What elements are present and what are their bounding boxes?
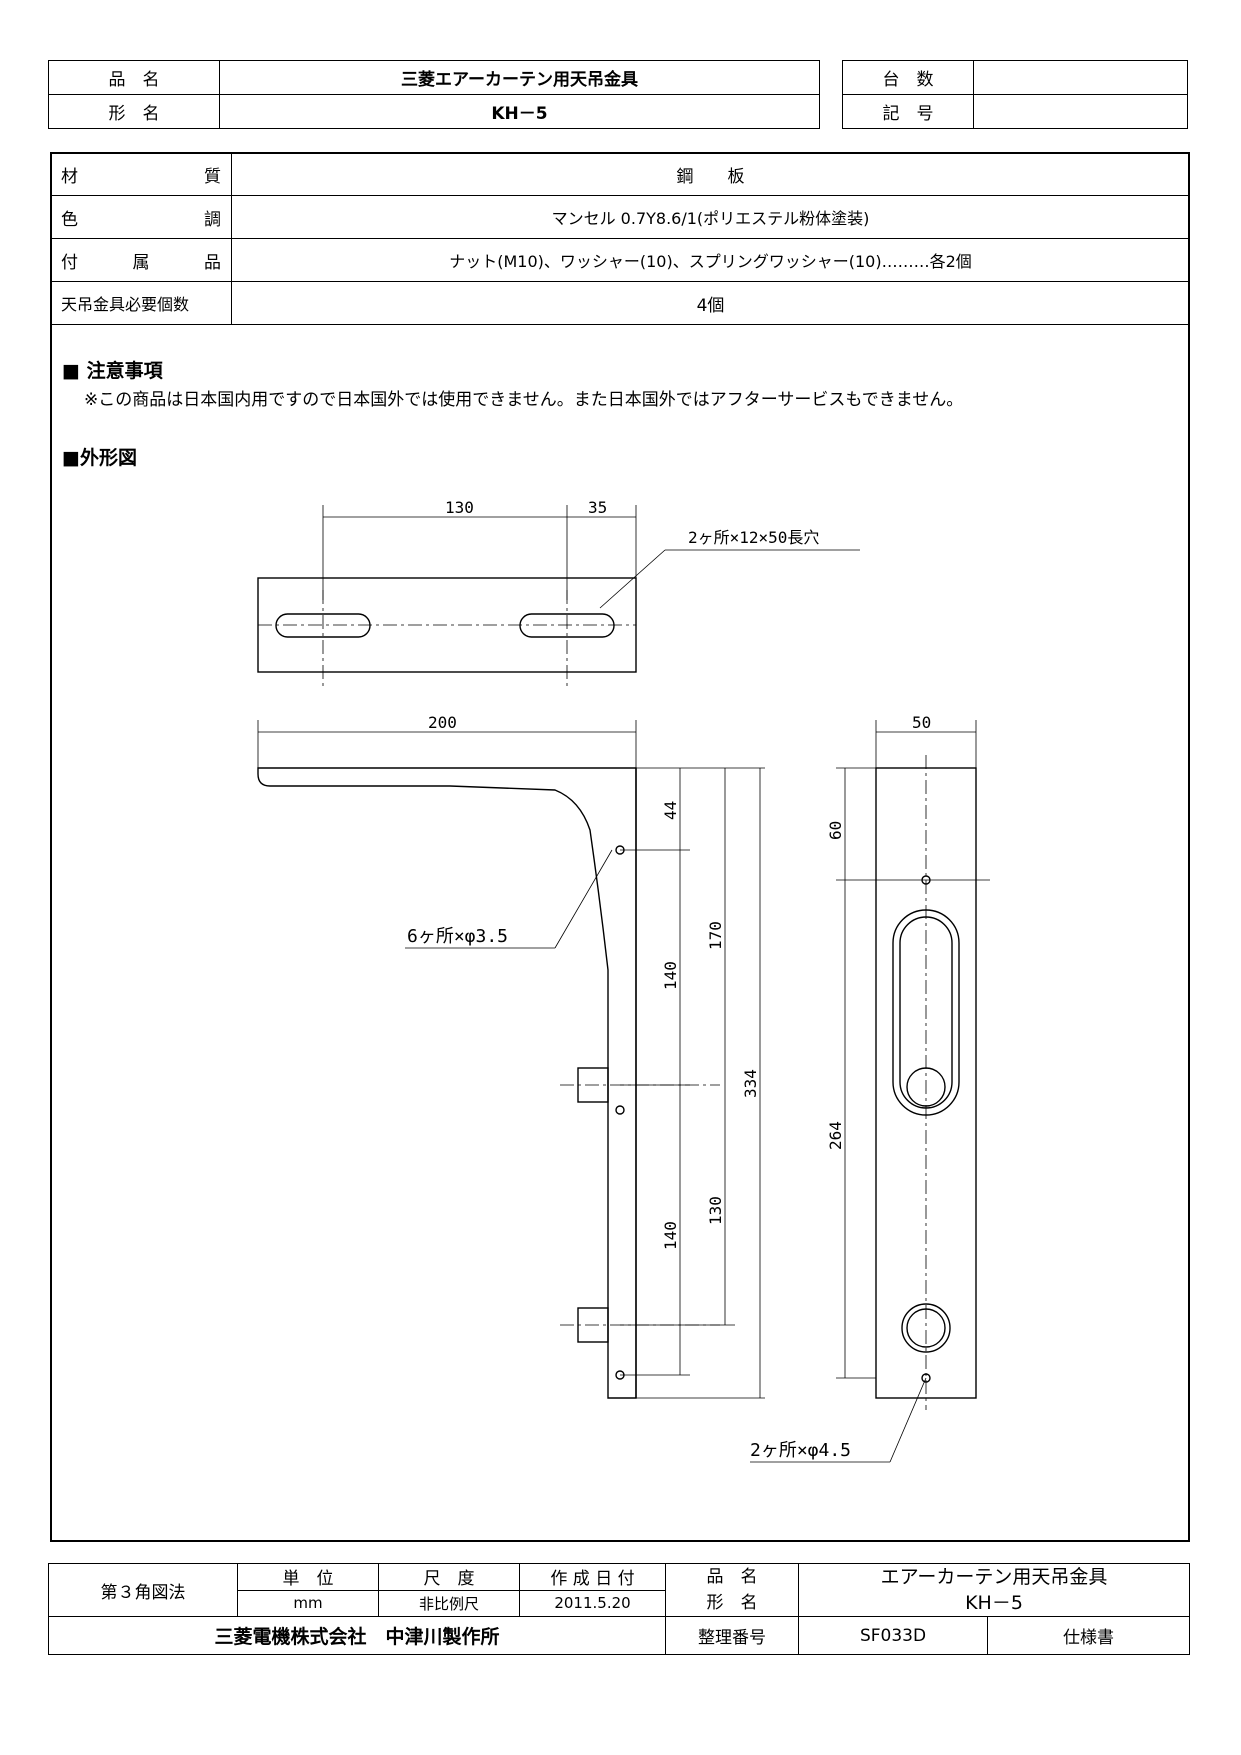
ref-label: 整理番号 — [665, 1616, 799, 1655]
spec-table: 材 質 鋼 板 色 調 マンセル 0.7Y8.6/1(ポリエステル粉体塗装) 付… — [50, 152, 1190, 325]
name-label-1: 品 名 — [706, 1567, 758, 1587]
product-value: 三菱エアーカーテン用天吊金具 — [219, 60, 820, 95]
qty-value — [973, 60, 1188, 95]
name-value-1: エアーカーテン用天吊金具 — [880, 1566, 1108, 1588]
qty-label: 台 数 — [842, 60, 974, 95]
spec-label-material: 材 質 — [50, 152, 232, 196]
model-label: 形 名 — [48, 94, 220, 129]
main-frame — [50, 152, 1190, 1542]
spec-label-accessories: 付 属 品 — [50, 238, 232, 282]
product-label: 品 名 — [48, 60, 220, 95]
unit-label: 単 位 — [237, 1563, 379, 1591]
scale-label: 尺 度 — [378, 1563, 520, 1591]
date-value: 2011.5.20 — [519, 1589, 666, 1617]
name-label-2: 形 名 — [706, 1593, 758, 1613]
notes-heading: ■ 注意事項 — [62, 360, 163, 382]
spec-label-color: 色 調 — [50, 195, 232, 239]
header-table-right: 台 数 記 号 — [842, 60, 1188, 129]
doc-type: 仕様書 — [987, 1616, 1190, 1655]
date-label: 作 成 日 付 — [519, 1563, 666, 1591]
spec-value-quantity: 4個 — [231, 281, 1190, 325]
outline-heading: ■外形図 — [62, 447, 137, 469]
scale-value: 非比例尺 — [378, 1589, 520, 1617]
unit-value: mm — [237, 1589, 379, 1617]
spec-value-color: マンセル 0.7Y8.6/1(ポリエステル粉体塗装) — [231, 195, 1190, 239]
notes-text: ※この商品は日本国内用ですので日本国外では使用できません。また日本国外ではアフタ… — [84, 390, 964, 410]
model-value: KH－5 — [219, 94, 820, 129]
header-table-left: 品 名 三菱エアーカーテン用天吊金具 形 名 KH－5 — [48, 60, 820, 129]
spec-value-accessories: ナット(M10)、ワッシャー(10)、スプリングワッシャー(10)………各2個 — [231, 238, 1190, 282]
spec-value-material: 鋼 板 — [231, 152, 1190, 196]
title-block: 第３角図法 単 位 尺 度 作 成 日 付 品 名 形 名 エアーカーテン用天吊… — [48, 1563, 1190, 1655]
spec-label-quantity: 天吊金具必要個数 — [50, 281, 232, 325]
company-name: 三菱電機株式会社 中津川製作所 — [48, 1616, 666, 1655]
projection: 第３角図法 — [48, 1563, 238, 1617]
mark-value — [973, 94, 1188, 129]
mark-label: 記 号 — [842, 94, 974, 129]
name-value-2: KH－5 — [965, 1592, 1023, 1614]
ref-value: SF033D — [798, 1616, 988, 1655]
